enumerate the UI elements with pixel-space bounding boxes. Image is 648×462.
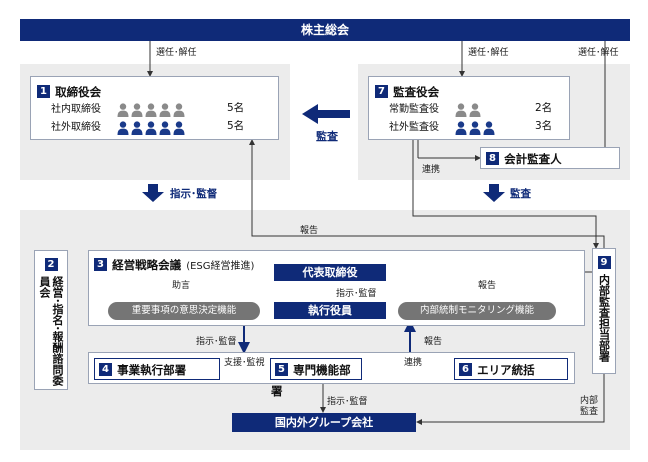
report-label-top: 報告 [300, 226, 319, 236]
instruct-supervise-mid: 指示･監督 [336, 289, 377, 299]
internal-audit-title: 内部監査担当部署 [597, 274, 611, 362]
accounting-auditor-box: 8 会計監査人 [480, 147, 620, 169]
strategy-title: 経営戦略会議 [112, 258, 182, 272]
person-icon [159, 120, 171, 135]
link-label: 連携 [422, 165, 441, 175]
audit-label-down: 監査 [510, 188, 531, 200]
accounting-number: 8 [486, 152, 499, 165]
report-label-right: 報告 [478, 281, 497, 291]
person-icon [469, 120, 481, 135]
instruct-supervise-label: 指示･監督 [170, 188, 218, 200]
person-icon [469, 102, 481, 117]
row-count: 5名 [227, 102, 245, 114]
board-box: 1 取締役会 社内取締役 5名 社外取締役 5名 [30, 76, 279, 140]
dept4-number: 4 [99, 363, 112, 376]
row-count: 3名 [535, 120, 553, 132]
dept6-number: 6 [459, 363, 472, 376]
nomination-title: 経営･指名･報酬諮問委員会 [38, 276, 64, 386]
nomination-number: 2 [44, 258, 58, 271]
ceo-box: 代表取締役 [274, 264, 386, 281]
person-icon [159, 102, 171, 117]
people-icons [455, 117, 497, 136]
person-icon [455, 102, 467, 117]
dept-area-management: 6 エリア統括 [454, 358, 568, 380]
dept-business-execution: 4 事業執行部署 [94, 358, 220, 380]
people-icons [455, 99, 483, 118]
person-icon [483, 120, 495, 135]
shareholders-meeting: 株主総会 [20, 19, 630, 41]
dept6-title: エリア統括 [477, 363, 535, 377]
board-row-internal: 社内取締役 5名 [51, 99, 271, 118]
people-icons [117, 99, 187, 118]
row-label: 社内取締役 [51, 104, 101, 115]
person-icon [173, 120, 185, 135]
dept5-title: 専門機能部署 [271, 363, 351, 398]
auditor-row-fulltime: 常勤監査役 2名 [389, 99, 564, 118]
row-label: 常勤監査役 [389, 104, 439, 115]
person-icon [131, 120, 143, 135]
person-icon [131, 102, 143, 117]
strategy-subtitle: (ESG経営推進) [186, 261, 255, 272]
dept-specialist-functions: 5 専門機能部署 [270, 358, 362, 398]
person-icon [455, 120, 467, 135]
officers-box: 執行役員 [274, 302, 386, 319]
group-companies-box: 国内外グループ会社 [232, 413, 416, 432]
advice-label: 助言 [172, 281, 191, 291]
people-icons [117, 117, 187, 136]
accounting-title: 会計監査人 [504, 152, 562, 166]
auditor-number: 7 [375, 85, 388, 98]
dept4-title: 事業執行部署 [117, 363, 187, 377]
internal-audit-box: 9 内部監査担当部署 [592, 248, 616, 374]
nomination-committee-box: 2 経営･指名･報酬諮問委員会 [34, 250, 68, 390]
instruct-supervise-left: 指示･監督 [196, 337, 237, 347]
row-label: 社外取締役 [51, 122, 101, 133]
elect-label-right: 選任･解任 [578, 48, 619, 58]
elect-label-mid: 選任･解任 [468, 48, 509, 58]
link-bottom-label: 連携 [404, 358, 423, 368]
elect-label-left: 選任･解任 [156, 48, 197, 58]
decision-function-pill: 重要事項の意思決定機能 [108, 302, 260, 320]
row-label: 社外監査役 [389, 122, 439, 133]
row-count: 5名 [227, 120, 245, 132]
support-monitor-label: 支援･監視 [224, 358, 265, 368]
board-number: 1 [37, 85, 50, 98]
person-icon [117, 102, 129, 117]
report-label-mid: 報告 [424, 337, 443, 347]
person-icon [145, 120, 157, 135]
auditor-title: 監査役会 [393, 85, 440, 99]
auditor-box: 7 監査役会 常勤監査役 2名 社外監査役 3名 [368, 76, 570, 140]
board-title: 取締役会 [55, 85, 102, 99]
instruct-supervise-bottom: 指示･監督 [327, 397, 368, 407]
dept5-number: 5 [275, 363, 288, 376]
row-count: 2名 [535, 102, 553, 114]
person-icon [117, 120, 129, 135]
audit-arrow-label: 監査 [316, 130, 338, 143]
internal-audit-label: 内部 監査 [580, 396, 599, 417]
auditor-row-external: 社外監査役 3名 [389, 117, 564, 136]
board-row-external: 社外取締役 5名 [51, 117, 271, 136]
monitoring-function-pill: 内部統制モニタリング機能 [398, 302, 556, 320]
strategy-number: 3 [94, 258, 107, 271]
person-icon [145, 102, 157, 117]
person-icon [173, 102, 185, 117]
internal-audit-number: 9 [597, 256, 611, 269]
